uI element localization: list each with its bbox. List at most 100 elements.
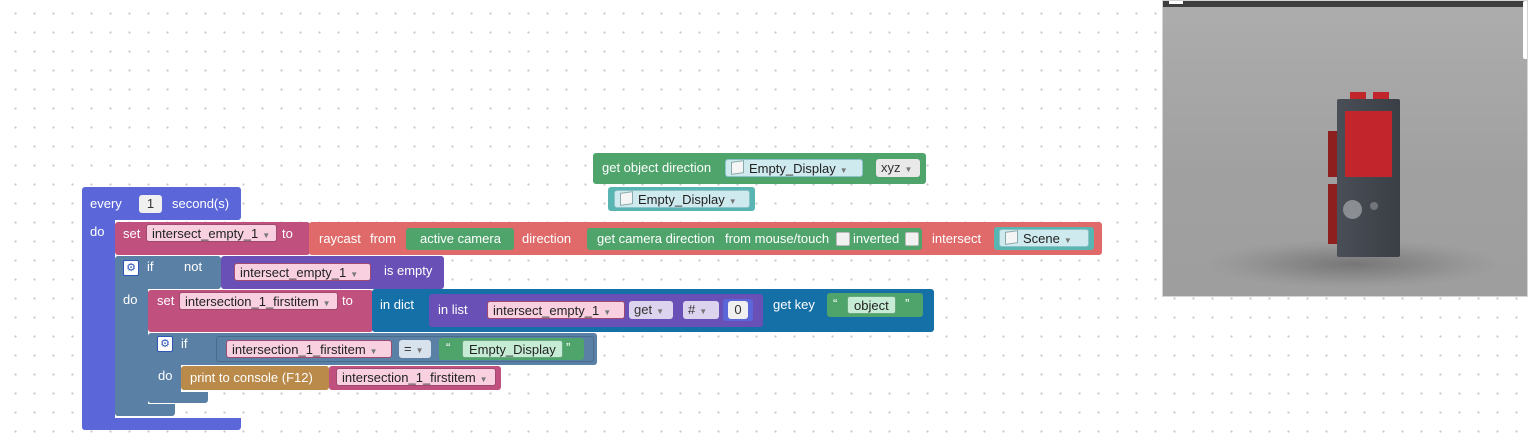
list-get-block[interactable]: in list intersect_empty_1▼ get▼ #▼ 0 <box>429 294 763 327</box>
to-label: to <box>342 293 353 308</box>
active-camera-block[interactable]: active camera <box>406 228 514 250</box>
triangle-down-icon: ▼ <box>728 197 737 206</box>
interval-input[interactable]: 1 <box>139 195 162 213</box>
index-mode-dropdown[interactable]: #▼ <box>683 301 719 319</box>
cube-icon <box>1005 230 1018 245</box>
set-label: set <box>157 293 175 308</box>
every-footer <box>82 418 241 430</box>
set-variable-block[interactable]: set intersection_1_firstitem▼ to <box>148 290 373 332</box>
if-label: if <box>181 336 188 351</box>
raycast-block[interactable]: raycast from active camera direction get… <box>309 222 1102 255</box>
index-input[interactable]: 0 <box>728 301 748 319</box>
if-footer <box>115 404 175 416</box>
model-front-screen <box>1345 111 1392 177</box>
compare-block[interactable]: intersection_1_firstitem▼ =▼ “ Empty_Dis… <box>216 336 594 362</box>
triangle-down-icon: ▼ <box>656 307 664 316</box>
nested-if-do-label: do <box>158 368 173 383</box>
variable-dropdown[interactable]: intersection_1_firstitem▼ <box>336 368 496 386</box>
nested-if-footer <box>148 392 208 403</box>
set-label: set <box>123 226 141 241</box>
triangle-down-icon: ▼ <box>699 307 708 316</box>
object-selector[interactable]: Empty_Display▼ <box>614 190 750 208</box>
if-block[interactable]: ⚙ if not <box>115 256 221 289</box>
every-label: every <box>90 196 122 211</box>
cube-icon <box>731 160 744 175</box>
triangle-down-icon: ▼ <box>839 166 848 175</box>
scene-selector[interactable]: Scene▼ <box>999 229 1089 247</box>
inverted-checkbox[interactable] <box>905 232 919 246</box>
in-list-label: in list <box>438 302 468 317</box>
gear-icon[interactable]: ⚙ <box>157 336 173 352</box>
triangle-down-icon: ▼ <box>1063 236 1072 245</box>
model-side-panel-top <box>1328 131 1338 177</box>
3d-viewport[interactable] <box>1162 0 1528 297</box>
is-empty-block[interactable]: intersect_empty_1▼ is empty <box>221 256 444 289</box>
viewport-top-bar <box>1163 1 1527 7</box>
get-object-direction-block[interactable]: get object direction Empty_Display▼ xyz▼ <box>593 153 926 184</box>
intersect-label: intersect <box>932 231 982 246</box>
seconds-label: second(s) <box>172 196 230 211</box>
triangle-down-icon: ▼ <box>262 231 271 240</box>
raycast-label: raycast <box>319 231 361 246</box>
nested-if-block[interactable]: ⚙ if intersection_1_firstitem▼ =▼ “ Empt… <box>148 333 597 365</box>
model-top-knob-right <box>1373 92 1389 101</box>
get-dropdown[interactable]: get▼ <box>629 301 673 319</box>
operator-dropdown[interactable]: =▼ <box>399 340 431 358</box>
variable-dropdown[interactable]: intersection_1_firstitem▼ <box>179 292 338 310</box>
from-touch-label: from mouse/touch <box>725 231 830 246</box>
if-do-label: do <box>123 292 138 307</box>
camera-direction-block[interactable]: get camera direction from mouse/touch in… <box>587 228 922 250</box>
gear-icon[interactable]: ⚙ <box>123 260 139 276</box>
list-variable-dropdown[interactable]: intersect_empty_1▼ <box>487 301 625 319</box>
string-input[interactable]: Empty_Display <box>462 340 563 358</box>
get-key-label: get key <box>773 297 815 312</box>
triangle-down-icon: ▼ <box>415 346 424 355</box>
compare-variable-dropdown[interactable]: intersection_1_firstitem▼ <box>226 340 392 358</box>
if-body-spine: do <box>115 285 148 416</box>
axis-dropdown[interactable]: xyz▼ <box>876 159 920 177</box>
set-variable-block[interactable]: set intersect_empty_1▼ to <box>115 222 310 255</box>
variable-dropdown[interactable]: intersect_empty_1▼ <box>146 224 277 242</box>
every-seconds-block[interactable]: every 1 second(s) <box>82 187 241 220</box>
print-label: print to console (F12) <box>190 370 313 385</box>
quote-open-icon: “ <box>833 296 838 311</box>
triangle-down-icon: ▼ <box>904 165 913 174</box>
key-string-input[interactable]: object <box>847 296 896 314</box>
triangle-down-icon: ▼ <box>479 375 488 384</box>
triangle-down-icon: ▼ <box>350 270 359 279</box>
quote-open-icon: “ <box>446 340 451 355</box>
from-label: from <box>370 231 396 246</box>
is-empty-label: is empty <box>384 263 433 278</box>
get-object-direction-label: get object direction <box>602 160 712 175</box>
camera-direction-label: get camera direction <box>597 231 715 246</box>
model-round-button <box>1343 200 1362 219</box>
print-block[interactable]: print to console (F12) <box>181 366 329 390</box>
inverted-label: inverted <box>853 231 900 246</box>
viewport-corner-button[interactable] <box>1169 1 1183 4</box>
index-number-block[interactable]: 0 <box>723 299 753 321</box>
dict-get-key-block[interactable]: in dict in list intersect_empty_1▼ get▼ … <box>372 289 934 332</box>
triangle-down-icon: ▼ <box>322 299 331 308</box>
every-do-label: do <box>90 224 105 239</box>
not-label: not <box>184 259 203 274</box>
model-small-button <box>1370 202 1378 210</box>
quote-close-icon: ” <box>905 296 910 311</box>
triangle-down-icon: ▼ <box>603 308 612 317</box>
key-string-block[interactable]: “ object ” <box>827 293 923 317</box>
every-body-spine: do <box>82 215 115 430</box>
print-variable-block[interactable]: intersection_1_firstitem▼ <box>329 366 501 390</box>
object-block[interactable]: Empty_Display▼ <box>608 187 755 211</box>
string-block[interactable]: “ Empty_Display ” <box>439 338 584 360</box>
quote-close-icon: ” <box>566 340 571 355</box>
model-top-knob-left <box>1350 92 1366 101</box>
to-label: to <box>282 226 293 241</box>
direction-label: direction <box>522 231 572 246</box>
model-side-panel-bottom <box>1328 184 1338 244</box>
cube-icon <box>620 191 633 206</box>
from-touch-checkbox[interactable] <box>836 232 850 246</box>
scene-object-block[interactable]: Scene▼ <box>994 227 1094 250</box>
variable-dropdown[interactable]: intersect_empty_1▼ <box>234 263 371 281</box>
viewport-scroll-handle[interactable] <box>1523 1 1527 59</box>
in-dict-label: in dict <box>380 297 414 312</box>
object-selector[interactable]: Empty_Display▼ <box>725 159 863 177</box>
